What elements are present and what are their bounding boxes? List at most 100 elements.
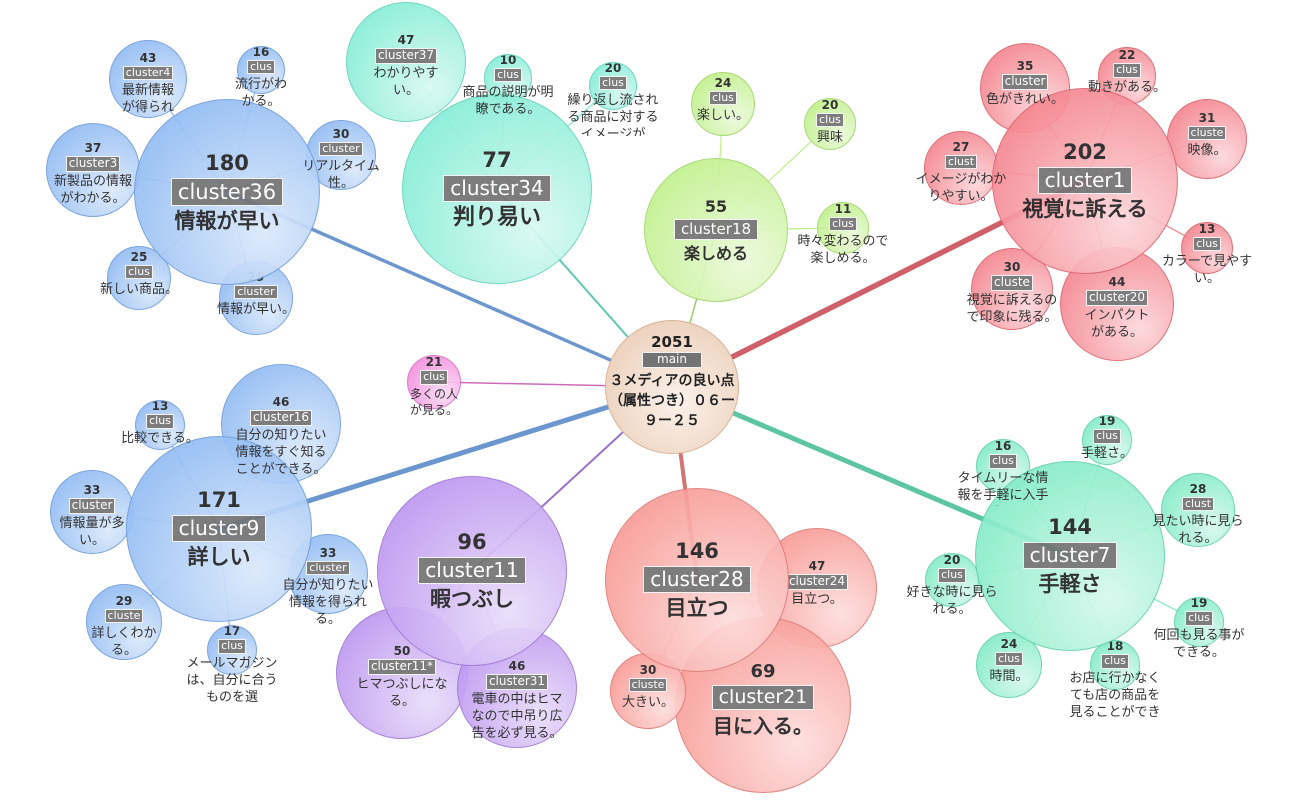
cluster-tag: cluster11 [418, 557, 526, 584]
count-label: 13 [1198, 223, 1216, 236]
count-label: 46 [508, 659, 526, 673]
count-label: 20 [604, 63, 622, 75]
count-label: 20 [943, 554, 961, 568]
cluster-text: カラーで見やすい。 [1161, 253, 1253, 286]
cluster-tag: clus [709, 90, 737, 106]
count-label: 10 [499, 55, 517, 67]
main-title: ３メディアの良い点（属性つき）０６ー９ー２５ [609, 373, 735, 429]
cluster-text: 目立つ。 [791, 592, 843, 607]
cluster-tag: clus [218, 639, 246, 654]
cluster-text: 好きな時に見られる。 [906, 585, 998, 618]
count-label: 20 [821, 99, 839, 112]
cluster-tag: cluster37 [374, 48, 438, 64]
count-label: 202 [1063, 140, 1107, 164]
count-label: 30 [639, 662, 657, 677]
cluster-text: 自分が知りたい情報を得られる。 [282, 577, 374, 627]
cluster-tag: cluster34 [443, 174, 551, 202]
cluster-text: 見たい時に見られる。 [1152, 513, 1244, 546]
count-label: 47 [808, 559, 826, 573]
cluster-tag: clus [247, 59, 275, 75]
count-label: 55 [704, 196, 728, 216]
cluster-tag: cluster28 [643, 566, 751, 593]
cluster-tag: clus [599, 75, 627, 91]
cluster-tag: cluster7 [1022, 542, 1118, 569]
count-label: 69 [750, 660, 776, 682]
cluster-tag: cluster3 [65, 156, 121, 172]
cluster-tag: clus [938, 568, 966, 583]
cluster-tag: clus [125, 264, 153, 280]
cluster-text: 暇つぶし [430, 587, 514, 611]
count-label: 29 [115, 593, 133, 608]
cluster-text: ヒマつぶしになる。 [356, 677, 448, 709]
count-label: 30 [1003, 260, 1021, 274]
cluster-text: 詳しい [187, 545, 251, 569]
cluster-tag: cluster36 [170, 177, 284, 206]
count-label: 19 [1190, 598, 1208, 611]
cluster-text: 新製品の情報がわかる。 [54, 174, 132, 206]
count-label: 171 [197, 488, 241, 512]
cluster-text: 多くの人が見る。 [409, 387, 458, 418]
count-label: 24 [714, 75, 732, 90]
cluster-text: 映像。 [1187, 142, 1227, 158]
cluster-tag: clus [1185, 611, 1213, 626]
cluster-tag: cluster [1001, 74, 1049, 90]
count-label: 77 [482, 147, 512, 172]
count-label: 47 [397, 33, 415, 47]
count-label: 44 [1108, 275, 1126, 289]
cluster-text: 情報が早い [174, 208, 280, 233]
count-label: 22 [1118, 48, 1136, 63]
cluster-tag: cluste [991, 275, 1033, 291]
count-label: 11 [834, 203, 852, 216]
count-label: 35 [1016, 59, 1034, 73]
cluster-tag: cluster [68, 498, 116, 514]
cluster-text: 目立つ [665, 596, 729, 620]
cluster-text: イメージがわかりやすい。 [915, 171, 1007, 204]
cluster-tag: clus [829, 216, 857, 232]
cluster-text: 手軽さ。 [1080, 446, 1133, 462]
count-label: 2051 [651, 333, 693, 351]
cluster-tag: cluster1 [1037, 167, 1133, 194]
cluster-text: 商品の説明が明瞭である。 [462, 84, 554, 117]
count-label: 18 [1106, 641, 1124, 654]
count-label: 25 [130, 249, 148, 264]
cluster-tag: clus [146, 414, 174, 429]
cluster-tag: main [642, 352, 702, 368]
cluster-text: 何回も見る事ができる。 [1153, 628, 1245, 661]
cluster-tag: cluster4 [122, 65, 174, 81]
